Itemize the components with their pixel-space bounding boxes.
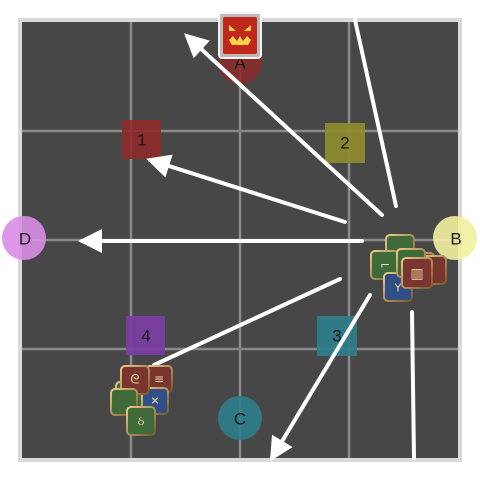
boss-face-icon <box>218 12 262 59</box>
svg-text:✕: ✕ <box>150 395 159 408</box>
svg-text:Y: Y <box>394 282 402 295</box>
party-job-icons-east: ▥ ⌐ Y <box>370 234 447 302</box>
waymark-3-label: 3 <box>332 327 341 346</box>
waymark-b-circle <box>433 216 477 260</box>
waymark-1-label: 1 <box>137 131 146 150</box>
waymark-4-square <box>126 316 165 355</box>
svg-text:⌐: ⌐ <box>380 258 390 272</box>
waymark-4-label: 4 <box>141 327 150 346</box>
waymark-d-circle <box>2 216 46 260</box>
line-south-tether <box>410 310 416 460</box>
waymark-2-label: 2 <box>340 134 349 153</box>
arrow-to-south <box>269 293 372 462</box>
movement-arrows <box>78 18 416 462</box>
line-north-tether <box>353 18 398 208</box>
waymark-c-circle <box>218 396 262 440</box>
svg-text:▥: ▥ <box>410 266 423 282</box>
waymark-c-label: C <box>234 410 246 429</box>
arrow-to-a <box>184 33 384 217</box>
waymark-b-label: B <box>450 230 461 249</box>
waymark-1-square <box>122 120 161 159</box>
svg-text:ᘓ: ᘓ <box>130 373 139 388</box>
party-job-icons-southwest: ᘓ ≡ ✕ ઠ <box>110 365 173 436</box>
svg-text:≡: ≡ <box>154 372 164 386</box>
arrow-to-1 <box>146 154 347 224</box>
line-southwest-tether <box>152 277 342 367</box>
waymark-2-square <box>325 123 365 163</box>
svg-text:ઠ: ઠ <box>138 414 145 428</box>
waymark-d-label: D <box>19 230 31 249</box>
